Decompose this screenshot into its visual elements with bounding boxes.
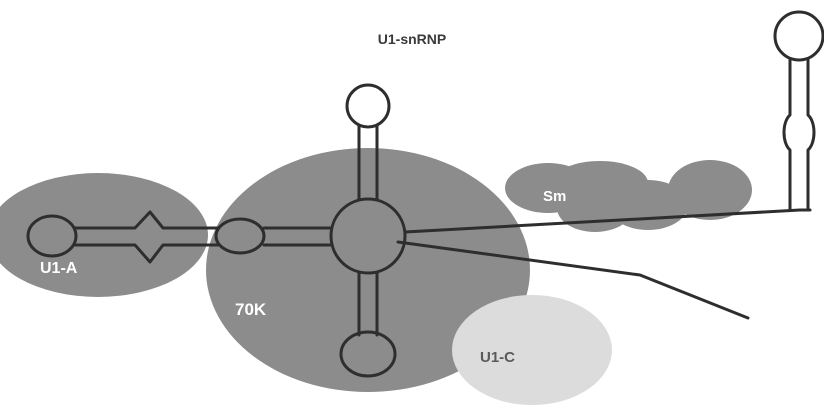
rna-top-stem [345, 83, 391, 201]
protein-70k-blob [206, 148, 530, 392]
rna-bottom-stem [339, 271, 397, 378]
protein-u1a-blob [0, 173, 208, 297]
label-u1c: U1-C [480, 349, 515, 366]
rna-left-arm [26, 210, 332, 264]
protein-sm-blob [505, 160, 752, 232]
label-70k: 70K [235, 300, 267, 319]
protein-u1c-blob [452, 295, 612, 405]
snrna-structure [26, 10, 824, 378]
label-u1a: U1-A [40, 260, 78, 277]
rna-central-junction [329, 197, 407, 275]
label-sm: Sm [543, 188, 566, 205]
rna-strand-to-sm [403, 208, 802, 234]
diagram-title: U1-snRNP [378, 31, 446, 47]
rna-strand-to-5prime [396, 240, 750, 320]
rna-right-hairpin [773, 10, 824, 212]
